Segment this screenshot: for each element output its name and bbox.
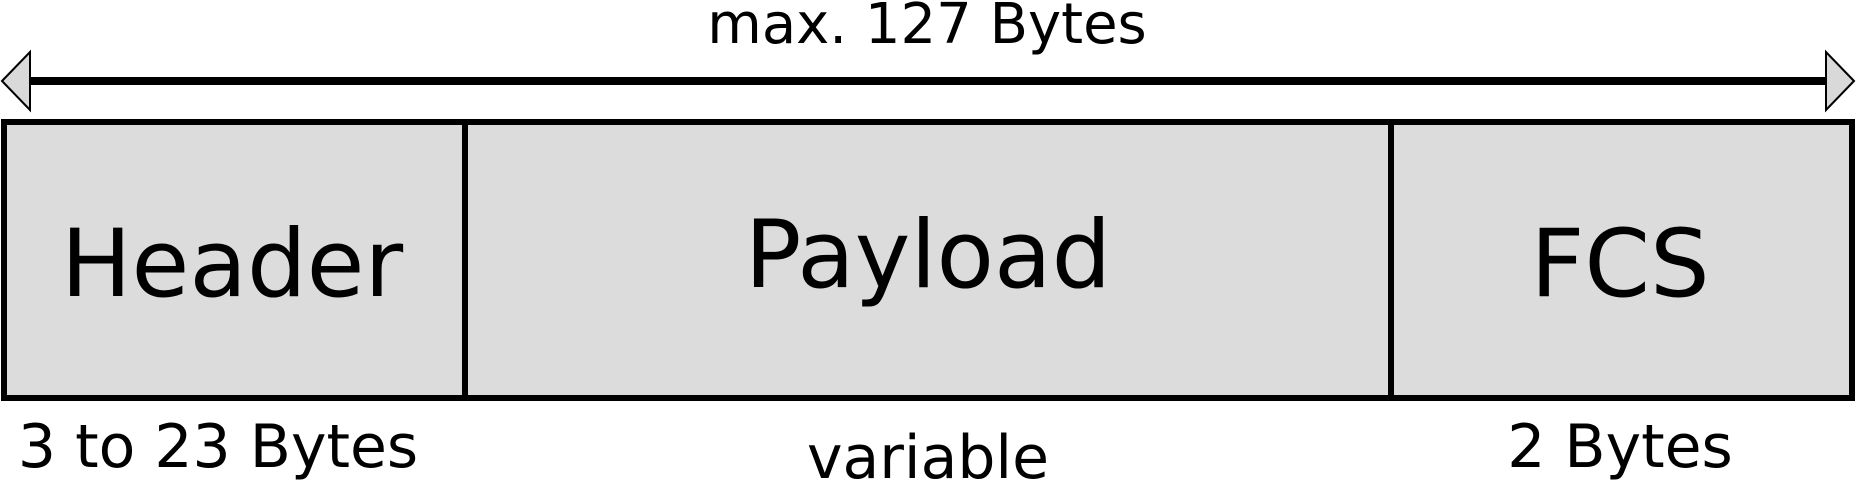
header-size-label: 3 to 23 Bytes: [18, 412, 418, 480]
fcs-field-box: [1388, 119, 1855, 401]
payload-field-name: Payload: [745, 201, 1112, 310]
arrow-head-left-icon: [0, 49, 31, 113]
payload-field-box: [462, 119, 1394, 401]
header-field-name: Header: [61, 210, 404, 319]
arrow-head-right-icon: [1825, 49, 1856, 113]
total-length-label: max. 127 Bytes: [707, 0, 1146, 57]
total-length-arrow: [0, 49, 1856, 113]
fcs-size-label: 2 Bytes: [1507, 412, 1733, 480]
frame-fields: Header Payload FCS: [1, 119, 1855, 401]
fcs-field-name: FCS: [1530, 210, 1709, 319]
payload-size-label: variable: [807, 423, 1049, 480]
